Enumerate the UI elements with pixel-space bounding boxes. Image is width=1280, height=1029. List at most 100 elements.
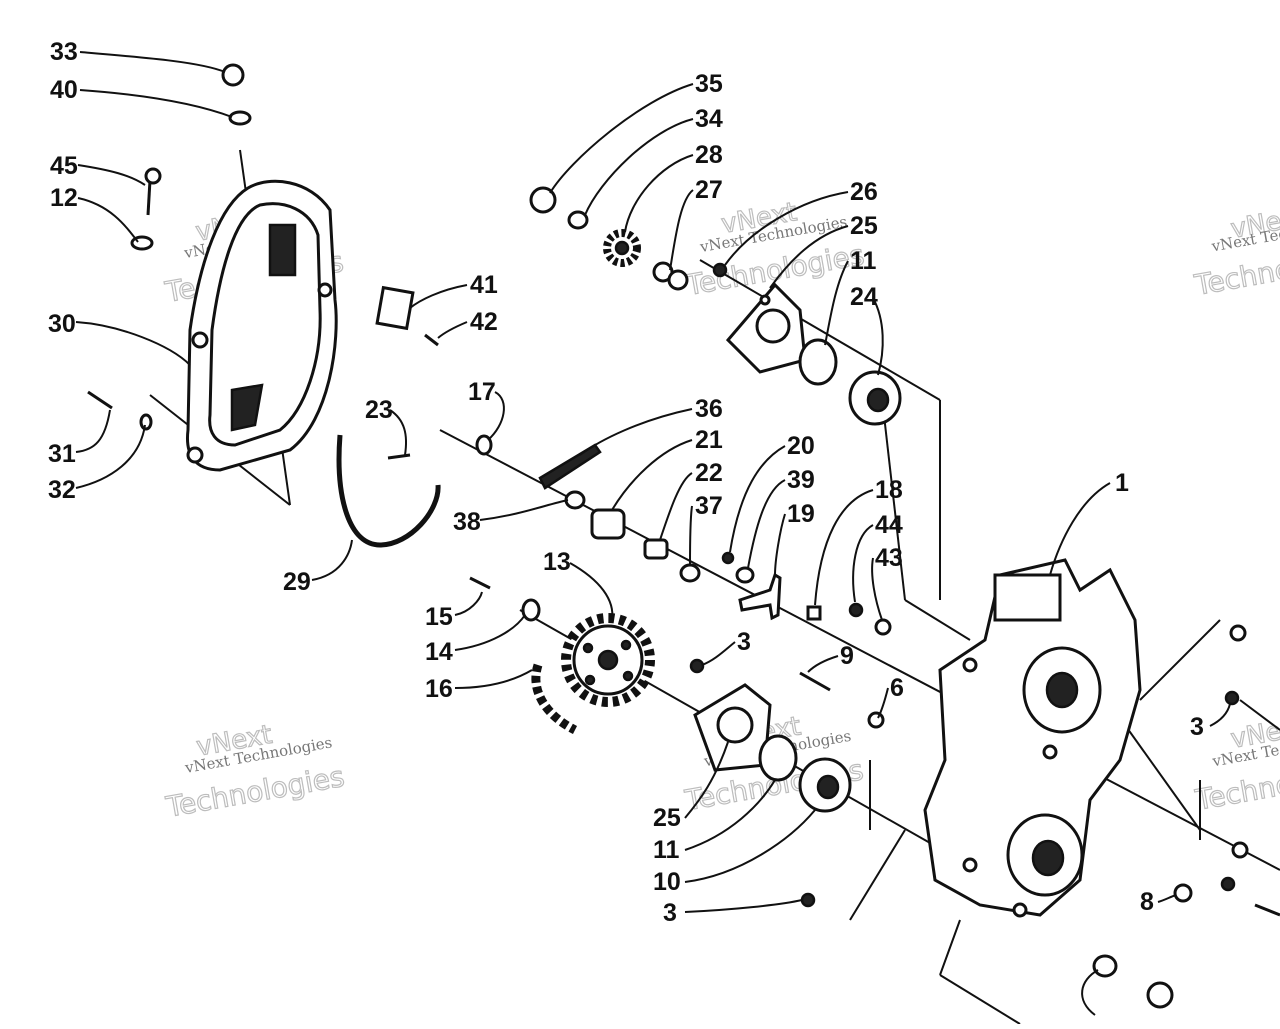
callout-27: 27 [695,176,723,204]
callout-31: 31 [48,440,76,468]
watermark-bottom-left: vNext vNext Technologies Technologies [162,719,347,824]
callout-11-lower: 11 [653,836,680,864]
callout-25-lower: 25 [653,804,681,832]
callout-17: 17 [468,378,496,406]
spacer-21 [590,508,626,540]
washer-8 [1173,883,1193,903]
callout-14: 14 [425,638,453,666]
callout-38: 38 [453,508,481,536]
driven-sprocket [603,229,641,267]
screw-45 [146,179,152,216]
callout-43: 43 [875,544,903,572]
callout-9: 9 [840,642,854,670]
callout-40: 40 [50,76,78,104]
spacer-22 [643,538,669,560]
leader-lines [75,51,1231,1016]
nut-right-lower [1220,876,1236,892]
callout-8: 8 [1140,888,1154,916]
callout-15: 15 [425,603,453,631]
nut-6 [867,711,885,729]
callout-3-lower: 3 [663,899,677,927]
callout-22: 22 [695,459,723,487]
bearing-upper [848,370,902,426]
plate-41 [375,285,415,331]
chain-case-cover [185,179,338,472]
washer-14 [521,598,541,622]
washer-right-upper [1229,624,1247,642]
retaining-ring-lower [758,734,798,782]
callout-25: 25 [850,212,878,240]
chain-case-housing [923,558,1142,918]
callout-29: 29 [283,568,311,596]
callout-20: 20 [787,432,815,460]
washer-37 [679,563,701,583]
washer-40 [228,110,252,126]
callout-3-right: 3 [1190,713,1204,741]
shaft-36 [538,443,602,490]
nut-3-b [800,892,816,908]
bracket-19 [738,572,782,621]
callout-37: 37 [695,492,723,520]
callout-30: 30 [48,310,76,338]
hardware [87,63,1280,1009]
callout-35: 35 [695,70,723,98]
callout-1: 1 [1115,469,1129,497]
callout-44: 44 [875,511,903,539]
drive-sprocket [561,613,655,707]
bolt-31 [87,390,113,410]
callout-26: 26 [850,178,878,206]
callout-23: 23 [365,396,393,424]
bolt-15 [469,576,491,590]
washer-right-mid [1231,841,1249,859]
washer-bottom [1092,954,1118,978]
nut-3-a [689,658,705,674]
washer-43 [874,618,892,636]
bearing-lower [798,757,852,813]
watermark-top-right: vNext vNext Technologies Technologies [1191,201,1280,302]
callout-34: 34 [695,105,723,133]
callout-18: 18 [875,476,903,504]
nut-18 [806,605,822,621]
callout-16: 16 [425,675,453,703]
nut-44 [848,602,864,618]
callout-24: 24 [850,283,878,311]
bearing-flange-lower [693,683,772,772]
callout-39: 39 [787,466,815,494]
washer-34 [567,210,589,230]
callout-numbers: 33 40 45 12 30 31 32 35 34 28 27 26 25 1… [48,38,1204,927]
nut-35 [529,186,557,214]
callout-12: 12 [50,184,78,212]
callout-41: 41 [470,271,498,299]
washer-17 [475,434,493,456]
nut-32 [139,413,153,431]
bolt-33 [221,63,245,87]
callout-28: 28 [695,141,723,169]
callout-6: 6 [890,674,904,702]
washer-39 [735,566,755,584]
callout-42: 42 [470,308,498,336]
callout-19: 19 [787,500,815,528]
nut-26 [712,262,728,278]
retaining-ring-upper [798,338,838,386]
bolt-right-edge [1254,903,1280,917]
callout-45: 45 [50,152,78,180]
callout-11: 11 [850,247,877,275]
washer-27-b [667,269,689,291]
cable-29 [336,434,441,548]
callout-10: 10 [653,868,681,896]
callout-3-upper: 3 [737,628,751,656]
callout-33: 33 [50,38,78,66]
callout-36: 36 [695,395,723,423]
callout-13: 13 [543,548,571,576]
washer-38 [564,490,586,510]
callout-21: 21 [695,426,723,454]
bearing-flange-upper [725,282,807,374]
callout-32: 32 [48,476,76,504]
bolt-bottom [1146,981,1174,1009]
nut-3-c [1224,690,1240,706]
screw-42 [424,333,439,347]
screw-head-45 [144,167,162,185]
stud-9 [799,671,831,692]
